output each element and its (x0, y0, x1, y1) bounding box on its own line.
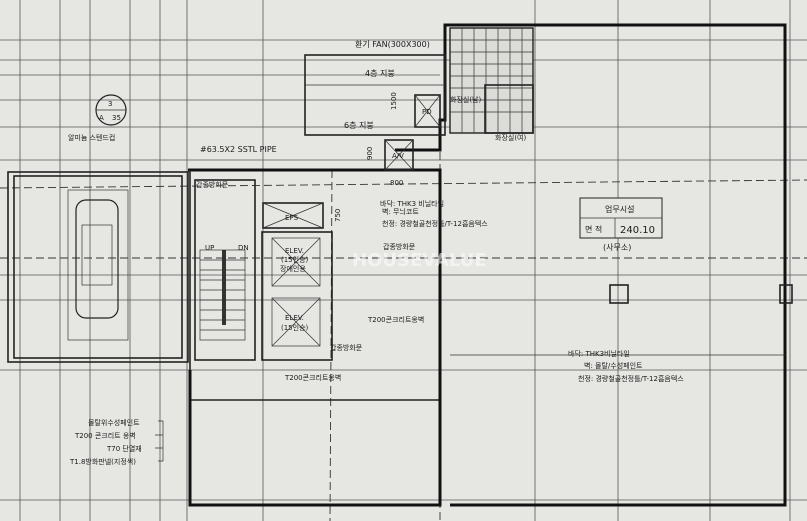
dim-1500: 1500 (390, 92, 398, 110)
dim-750: 750 (334, 209, 342, 222)
wall-legend: 몰탈위수성페인트 T200 콘크리트 옹벽 T70 단열재 T1.8방화판넬(지… (69, 418, 164, 466)
toilet-m-label: 화장실(남) (450, 95, 481, 104)
section-callout: 3 A 35 알미늄 스텐드컵 (68, 94, 127, 142)
fire-door-label: 갑종방화문 (383, 242, 416, 251)
roof6-label: 6층 지붕 (344, 121, 374, 130)
wall-t200-label: T200콘크리트옹벽 (284, 373, 341, 382)
stairs (199, 249, 246, 341)
fire-door-label: 갑종방화문 (330, 343, 363, 352)
lobby-wall-finish: 벽: 무늬코트 (382, 207, 419, 216)
callout-sheet: A (99, 114, 104, 122)
wall-t200-label: T200콘크리트옹벽 (367, 315, 424, 324)
room-use: 업무시설 (605, 204, 634, 214)
parking-area (7, 171, 189, 363)
elev1-note: 장애인용 (280, 264, 306, 273)
av-label: A/V (392, 152, 404, 160)
fire-door-label: 갑종방화문 (196, 180, 229, 189)
legend-item: T1.8방화판넬(지정색) (69, 457, 136, 466)
elev1-capacity: (15인승) (281, 255, 309, 264)
roof4-label: 4층 지붕 (365, 69, 395, 78)
pipe-label: #63.5X2 SSTL PIPE (200, 145, 277, 154)
legend-item: T70 단열재 (106, 444, 142, 453)
fan-label: 환기 FAN(300X300) (355, 39, 430, 49)
columns (450, 284, 793, 356)
office-ceiling-finish: 천정: 경량철골천정틀/T-12흡음텍스 (578, 374, 684, 383)
elev2-label: ELEV. (285, 314, 304, 322)
toilet-f-label: 화장실(여) (495, 133, 526, 142)
callout-number: 3 (108, 100, 112, 108)
up-label: UP (205, 244, 214, 252)
elev1-label: ELEV. (285, 247, 304, 255)
legend-item: 몰탈위수성페인트 (88, 418, 140, 427)
room-area-value: 240.10 (620, 225, 655, 236)
legend-item: T200 콘크리트 옹벽 (74, 431, 136, 440)
office-floor-finish: 바닥: THK3비닐타일 (568, 349, 630, 358)
dim-800: 800 (390, 179, 403, 187)
lobby-ceiling-finish: 천정: 경량철골천정틀/T-12흡음텍스 (382, 219, 488, 228)
pd-label: PD (422, 108, 432, 116)
elev2-capacity: (15인승) (281, 323, 309, 332)
car-icon (75, 199, 119, 319)
toilet-area (449, 27, 534, 134)
callout-page: 35 (112, 114, 121, 122)
labels: #63.5X2 SSTL PIPE 환기 FAN(300X300) 4층 지붕 … (196, 39, 684, 383)
watermark: HOUSEVALUE (352, 250, 487, 271)
room-info-table: 업무시설 면 적 240.10 (사무소) (579, 197, 663, 252)
core-walls (188, 23, 787, 507)
dim-900: 900 (366, 147, 374, 160)
room-type: (사무소) (603, 243, 631, 252)
dn-label: DN (238, 244, 249, 252)
office-wall-finish: 벽: 몰탈/수성페인트 (584, 361, 643, 370)
stand-cup-label: 알미늄 스텐드컵 (68, 133, 115, 142)
lobby-floor-finish: 바닥: THK3 비닐타일 (380, 199, 444, 208)
eps-label: EPS (285, 214, 299, 222)
room-area-label: 면 적 (585, 224, 602, 234)
